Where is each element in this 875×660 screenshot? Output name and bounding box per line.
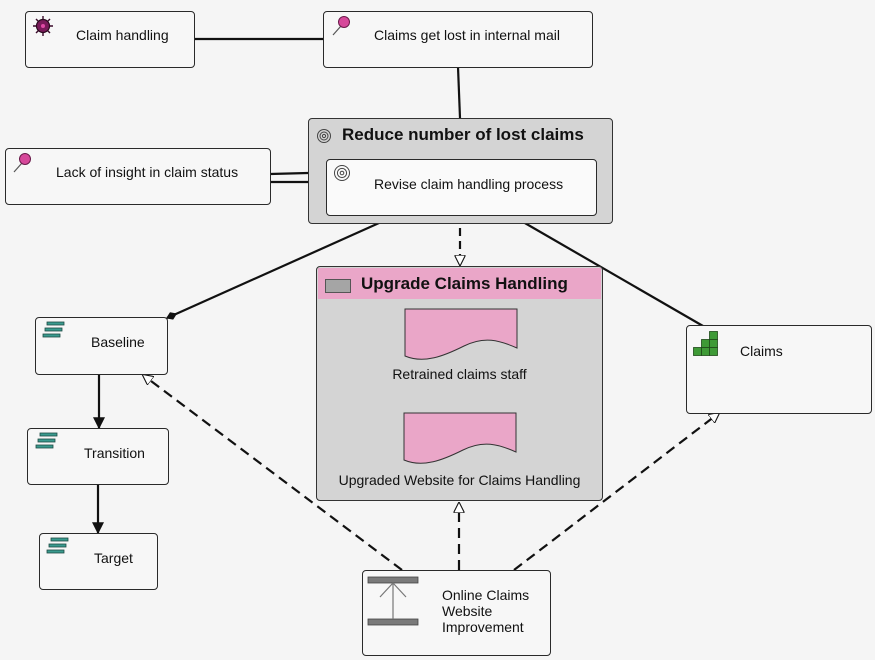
edge-online-improvement-to-claims[interactable]	[513, 413, 719, 571]
work-package-icon	[325, 279, 351, 293]
group-upgrade-claims-handling[interactable]: Upgrade Claims Handling Retrained claims…	[316, 266, 603, 501]
node-label: Transition	[84, 445, 145, 461]
node-lost-mail[interactable]: Claims get lost in internal mail	[323, 11, 593, 68]
node-label-line: Website	[442, 603, 493, 619]
node-lack-insight[interactable]: Lack of insight in claim status	[5, 148, 271, 205]
node-label: Lack of insight in claim status	[56, 164, 239, 180]
data-object-icon	[693, 331, 718, 356]
node-label-line: Online Claims	[442, 587, 530, 603]
edge-online-improvement-to-baseline[interactable]	[143, 375, 403, 571]
edge-revise-process-to-claims[interactable]	[510, 214, 704, 327]
node-target[interactable]: Target	[39, 533, 158, 590]
node-revise-process[interactable]: Revise claim handling process	[326, 159, 597, 216]
node-baseline[interactable]: Baseline	[35, 317, 168, 375]
goal-icon	[317, 129, 331, 143]
node-label: Baseline	[91, 334, 145, 350]
plateau-icon	[42, 321, 65, 338]
node-label: Claim handling	[76, 27, 169, 43]
node-label: Claims get lost in internal mail	[374, 27, 560, 43]
node-online-improvement[interactable]: Online Claims Website Improvement	[362, 570, 551, 656]
deliverable-icon	[403, 412, 517, 464]
plateau-icon	[35, 432, 58, 449]
assessment-icon	[13, 153, 31, 173]
assessment-icon	[332, 16, 350, 36]
deliverable-label: Retrained claims staff	[392, 366, 527, 382]
node-transition[interactable]: Transition	[27, 428, 169, 485]
node-label: Claims	[740, 343, 783, 359]
deliverable-label: Upgraded Website for Claims Handling	[338, 472, 581, 488]
group-title: Reduce number of lost claims	[342, 125, 584, 144]
node-claims[interactable]: Claims	[686, 325, 872, 414]
business-function-icon	[33, 16, 53, 36]
node-label: Online Claims Website Improvement	[442, 587, 529, 635]
group-header	[318, 268, 601, 299]
goal-icon	[334, 165, 350, 181]
group-reduce-lost-claims[interactable]: Reduce number of lost claims Revise clai…	[308, 118, 613, 224]
edge-lost-mail-to-goal-group[interactable]	[456, 66, 462, 119]
deliverable-icon	[404, 308, 518, 360]
group-title: Upgrade Claims Handling	[361, 274, 568, 293]
node-label: Revise claim handling process	[374, 176, 564, 192]
node-label-line: Improvement	[442, 619, 524, 635]
node-label: Target	[94, 550, 133, 566]
node-claim-handling[interactable]: Claim handling	[25, 11, 195, 68]
edge-lack-insight-to-goal-group[interactable]	[269, 171, 309, 176]
plateau-icon	[46, 537, 69, 554]
gap-icon	[367, 576, 419, 626]
edge-revise-process-to-baseline[interactable]	[166, 213, 398, 320]
